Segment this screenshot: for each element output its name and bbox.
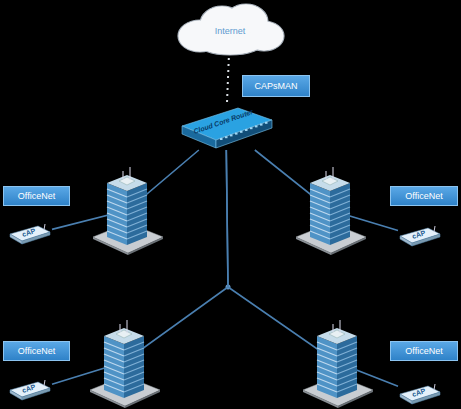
router-port <box>220 138 223 140</box>
building-icon <box>303 320 373 408</box>
node-label: Internet <box>215 26 246 36</box>
router-device: Cloud Core Router <box>178 104 274 150</box>
node-label: OfficeNet <box>405 191 442 201</box>
router-port <box>255 125 258 127</box>
cap-antenna <box>44 380 45 386</box>
cap-antenna <box>44 224 45 230</box>
access-point-device: cAP <box>8 224 52 246</box>
network-link <box>226 150 398 386</box>
cap-antenna <box>434 384 435 390</box>
router-port <box>225 136 228 138</box>
label-box: OfficeNet <box>3 341 70 361</box>
building-icon <box>90 320 160 408</box>
node-label: OfficeNet <box>18 191 55 201</box>
router-port <box>230 134 233 136</box>
router-port <box>265 122 268 124</box>
access-point-device: cAP <box>8 380 52 402</box>
cap-antenna <box>434 226 435 232</box>
router-port <box>250 127 253 129</box>
cap-face <box>10 390 22 400</box>
label-box: OfficeNet <box>390 341 458 361</box>
cap-face <box>400 236 412 246</box>
network-link <box>227 58 229 104</box>
node-label: OfficeNet <box>18 346 55 356</box>
access-point-device: cAP <box>398 226 442 248</box>
access-point-device: cAP <box>398 384 442 406</box>
building-icon <box>296 167 366 255</box>
label-box: CAPsMAN <box>242 75 310 97</box>
node-label: CAPsMAN <box>254 81 297 91</box>
cap-face <box>10 234 22 244</box>
node-label: OfficeNet <box>405 346 442 356</box>
router-port <box>240 131 243 133</box>
building-icon <box>93 167 163 255</box>
cap-face <box>400 394 412 404</box>
internet-cloud: Internet <box>170 0 290 58</box>
label-box: OfficeNet <box>390 186 458 206</box>
router-port <box>245 129 248 131</box>
label-box: OfficeNet <box>3 186 70 206</box>
router-device-shape <box>178 104 274 150</box>
router-port <box>235 133 238 135</box>
router-port <box>260 124 263 126</box>
